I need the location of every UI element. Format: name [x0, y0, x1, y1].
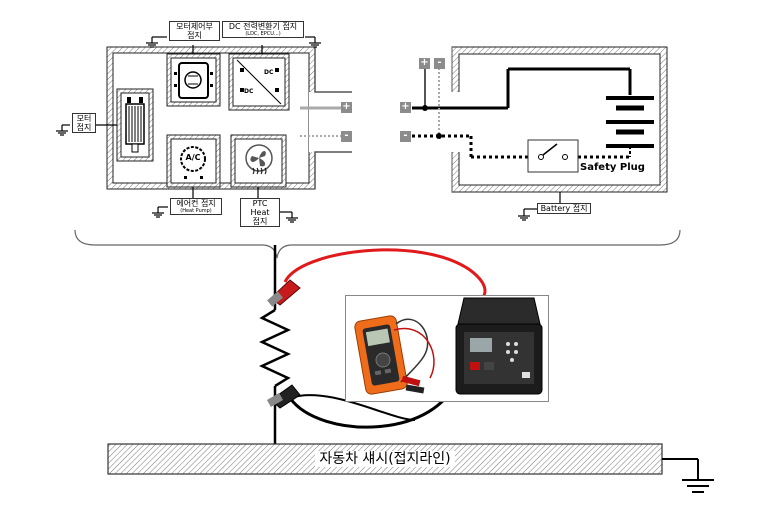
dc-icon-top: DC	[264, 69, 274, 76]
motor-ground-label: 모터 접지	[72, 113, 96, 133]
battery-minus-sign: -	[400, 131, 411, 142]
aircon-ground-label: 에어컨 접지 (Heat Pump)	[170, 198, 222, 215]
ground-symbols-left	[56, 36, 321, 223]
battery-circuit	[412, 67, 654, 173]
battery-plus-sign: +	[400, 101, 411, 113]
aircon-component	[166, 134, 221, 188]
aircon-icon: A/C	[185, 153, 201, 162]
ground-symbol-chassis	[662, 458, 714, 493]
motor-component	[116, 88, 154, 162]
module-plus-sign: +	[341, 101, 352, 113]
ptc-ground-label: PTC Heat 접지	[240, 198, 280, 227]
safety-plug-label: Safety Plug	[580, 162, 645, 173]
alligator-clip-red	[267, 279, 301, 307]
probe-minus-sign: -	[434, 58, 445, 69]
dc-converter-component	[228, 53, 290, 111]
dc-converter-ground-text: DC 전력변환기 접지	[228, 22, 298, 31]
module-minus-sign: -	[341, 131, 352, 142]
dc-icon-bottom: DC	[244, 88, 254, 95]
battery-ground-label: Battery 접지	[537, 203, 591, 214]
motor-control-component	[166, 53, 221, 107]
alligator-clip-black	[266, 384, 301, 409]
resistor-line	[259, 245, 291, 444]
probe-plus-sign: +	[419, 57, 430, 69]
handheld-meter-icon	[354, 315, 435, 395]
case-tester-icon	[455, 297, 543, 395]
ground-symbol-battery	[518, 192, 561, 221]
dc-converter-ground-label: DC 전력변환기 접지 (LDC, EPCU...)	[222, 21, 304, 38]
module-hv-leads	[300, 106, 341, 137]
ptc-heater-component	[230, 134, 287, 188]
aircon-ground-sub: (Heat Pump)	[180, 208, 212, 214]
aircon-ground-text: 에어컨 접지	[176, 199, 216, 208]
chassis-label-text: 자동차 섀시(접지라인)	[315, 451, 455, 467]
tester-photo	[345, 295, 549, 402]
grouping-brace	[74, 229, 681, 259]
dc-converter-ground-sub: (LDC, EPCU...)	[245, 31, 281, 37]
motor-control-ground-label: 모터제어부 접지	[169, 21, 220, 41]
chassis-label: 자동차 섀시(접지라인)	[108, 444, 662, 474]
